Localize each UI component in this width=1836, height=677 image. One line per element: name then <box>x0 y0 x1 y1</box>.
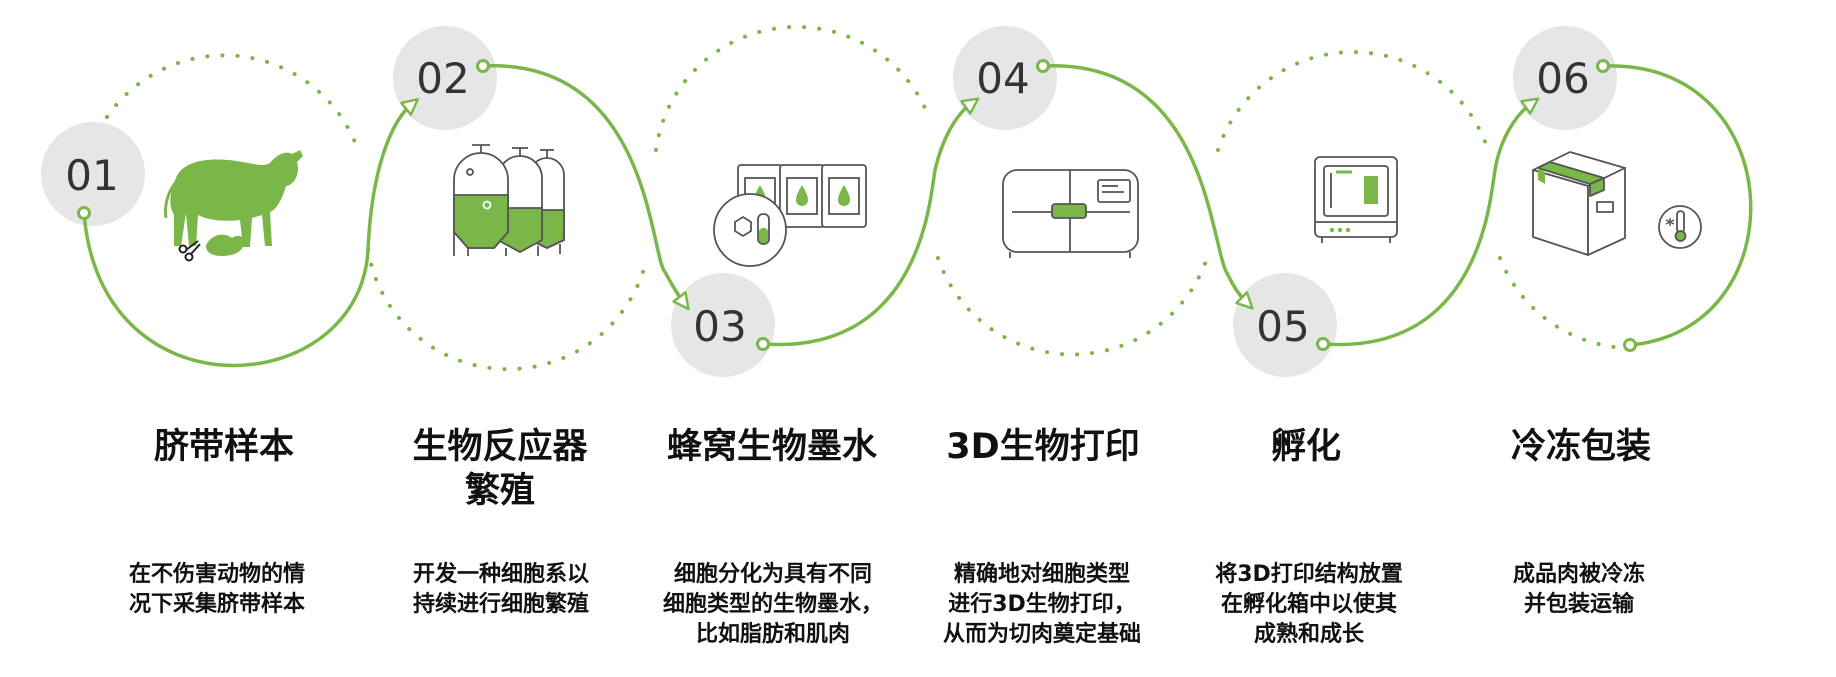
step-desc-06-line-2: 并包装运输 <box>1523 592 1634 617</box>
step-title-03-line-1: 蜂窝生物墨水 <box>666 427 877 467</box>
step-desc-02: 开发一种细胞系以 持续进行细胞繁殖 <box>371 560 631 620</box>
step-badge-02 <box>393 26 497 130</box>
step-desc-03-line-1: 细胞分化为具有不同 <box>673 562 872 587</box>
step-title-04-line-1: 3D生物打印 <box>946 427 1140 467</box>
dotted-arc-4 <box>936 256 1209 357</box>
step-desc-02-line-2: 持续进行细胞繁殖 <box>412 592 589 617</box>
solid-connectors <box>82 64 1753 368</box>
step-number-06: 06 <box>1536 54 1589 103</box>
connector-02-03 <box>482 64 690 311</box>
step-title-03: 蜂窝生物墨水 <box>632 425 912 469</box>
cow-scissors-icon <box>164 150 303 262</box>
connector-dot-04 <box>1036 59 1050 73</box>
dotted-arc-1 <box>105 53 360 152</box>
3d-bioprinter-icon <box>1002 169 1139 258</box>
step-desc-04-line-3: 从而为切肉奠定基础 <box>942 622 1141 647</box>
step-badge-01 <box>41 122 145 226</box>
step-title-02: 生物反应器 繁殖 <box>360 425 640 513</box>
dotted-arc-2 <box>366 248 647 372</box>
step-desc-03-line-3: 比如脂肪和肌肉 <box>695 622 850 647</box>
step-desc-01-line-2: 况下采集脐带样本 <box>128 592 305 617</box>
step-badge-05 <box>1233 273 1337 377</box>
connector-dot-01 <box>77 206 91 220</box>
step-desc-01-line-1: 在不伤害动物的情 <box>128 562 305 587</box>
incubator-icon <box>1314 156 1398 243</box>
step-title-05: 孵化 <box>1166 425 1446 469</box>
step-desc-05: 将3D打印结构放置 在孵化箱中以使其 成熟和成长 <box>1179 560 1439 650</box>
step-badge-03 <box>671 273 775 377</box>
step-number-03: 03 <box>693 302 746 351</box>
connector-dots <box>77 59 1637 352</box>
step-number-05: 05 <box>1256 302 1309 351</box>
connector-dot-05 <box>1316 337 1330 351</box>
step-desc-01: 在不伤害动物的情 况下采集脐带样本 <box>87 560 347 620</box>
dotted-arc-3 <box>654 24 927 152</box>
step-desc-05-line-1: 将3D打印结构放置 <box>1215 562 1403 587</box>
step-title-05-line-1: 孵化 <box>1270 427 1341 467</box>
step-desc-04: 精确地对细胞类型 进行3D生物打印， 从而为切肉奠定基础 <box>912 560 1172 650</box>
step-title-06-line-1: 冷冻包装 <box>1510 427 1651 467</box>
step-title-04: 3D生物打印 <box>903 425 1183 469</box>
bioreactor-tanks-icon <box>453 144 565 256</box>
connector-03-04 <box>762 97 980 347</box>
step-desc-05-line-2: 在孵化箱中以使其 <box>1220 592 1397 617</box>
connector-05-06 <box>1322 97 1540 347</box>
step-title-01: 脐带样本 <box>84 425 364 469</box>
dotted-connectors <box>105 24 1640 372</box>
step-desc-02-line-1: 开发一种细胞系以 <box>412 562 589 587</box>
dotted-arc-5 <box>1216 50 1490 152</box>
bio-ink-cartridges-icon <box>713 164 867 267</box>
step-number-01: 01 <box>65 151 118 200</box>
connector-dot-03 <box>756 337 770 351</box>
connector-04-05 <box>1042 64 1254 310</box>
step-desc-03-line-2: 细胞类型的生物墨水， <box>662 592 883 617</box>
connector-dot-end <box>1623 338 1637 352</box>
frozen-package-icon <box>1532 151 1702 256</box>
step-desc-06: 成品肉被冷冻 并包装运输 <box>1449 560 1709 620</box>
step-title-01-line-1: 脐带样本 <box>153 427 294 467</box>
connector-dot-06 <box>1596 59 1610 73</box>
connector-06-end <box>1602 64 1753 347</box>
step-title-06: 冷冻包装 <box>1441 425 1721 469</box>
step-number-04: 04 <box>976 54 1029 103</box>
connector-01-02 <box>82 98 419 368</box>
step-title-02-line-2: 繁殖 <box>464 471 535 511</box>
step-desc-04-line-1: 精确地对细胞类型 <box>953 562 1130 587</box>
dotted-arc-6 <box>1498 256 1640 351</box>
step-desc-05-line-3: 成熟和成长 <box>1253 622 1364 647</box>
step-desc-06-line-1: 成品肉被冷冻 <box>1512 562 1645 587</box>
step-number-02: 02 <box>416 54 469 103</box>
step-title-02-line-1: 生物反应器 <box>412 427 588 467</box>
step-desc-04-line-2: 进行3D生物打印， <box>948 592 1136 617</box>
step-desc-03: 细胞分化为具有不同 细胞类型的生物墨水， 比如脂肪和肌肉 <box>643 560 903 650</box>
connector-dot-02 <box>476 59 490 73</box>
